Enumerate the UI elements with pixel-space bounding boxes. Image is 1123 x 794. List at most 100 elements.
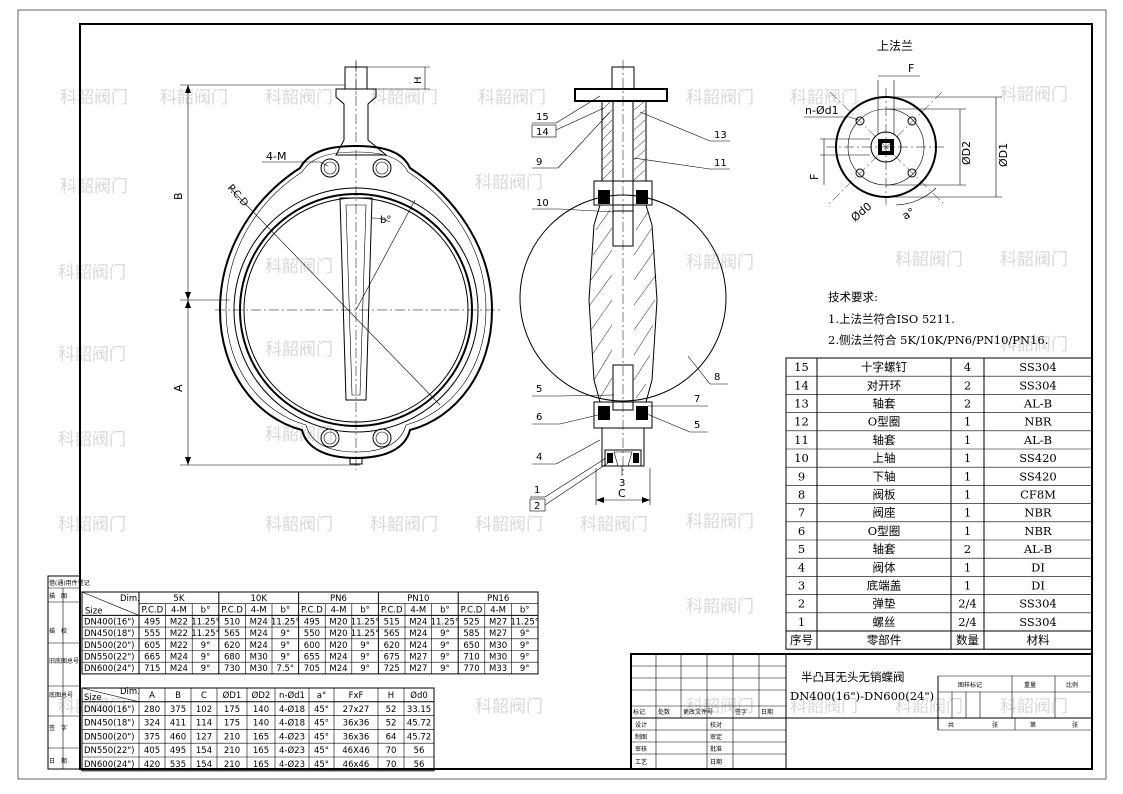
table-cell: 280: [144, 705, 160, 715]
upper-shoulder: [593, 180, 653, 206]
parts-cell: 轴套: [873, 433, 896, 447]
parts-cell: SS304: [1019, 360, 1057, 374]
table-cell: 9°: [440, 664, 450, 674]
watermark: 科韶阀门: [265, 257, 333, 277]
sub-header: P.C.D: [141, 606, 163, 616]
table-cell: 45.72: [407, 719, 431, 729]
table-cell: 675: [384, 653, 400, 663]
front-view: B A H P.C.D b°: [172, 60, 500, 470]
sub-header: 4-M: [251, 606, 267, 616]
dim-header: a°: [317, 691, 326, 701]
group-header: PN6: [330, 594, 347, 604]
watermark: 科韶阀门: [1000, 250, 1068, 270]
row-size: DN600(24"): [84, 664, 135, 674]
watermark: 科韶阀门: [475, 515, 543, 535]
sidebar-box: [47, 575, 81, 770]
parts-cell: 轴套: [873, 542, 896, 556]
d1-label: ØD1: [997, 143, 1010, 167]
title-block: 标记 处数 更改文件号 签字 日期 设计 制图 审核 工艺 校对 审定 批准 日…: [630, 653, 1093, 770]
four-m-label: 4-M: [266, 150, 286, 163]
tech-item-1: 1.上法兰符合ISO 5211.: [828, 312, 955, 326]
parts-cell: 螺丝: [873, 615, 896, 629]
table-cell: 715: [144, 664, 160, 674]
watermark: 科韶阀门: [475, 173, 543, 193]
table-cell: 655: [304, 653, 320, 663]
parts-cell: 2: [964, 397, 971, 411]
table-cell: 9°: [520, 664, 530, 674]
table-cell: M24: [329, 664, 347, 674]
top-neck: [335, 88, 388, 156]
parts-cell: 9: [798, 469, 805, 483]
table-cell: 175: [224, 705, 240, 715]
section-view: C 15 14 9 10 5 6 4 1 2: [519, 60, 730, 512]
dim-header: Ød0: [410, 690, 428, 701]
table-cell: 140: [253, 705, 269, 715]
dim-header: H: [388, 691, 394, 701]
table-cell: 9°: [201, 664, 211, 674]
table-cell: M30: [250, 653, 268, 663]
table-cell: 620: [384, 641, 400, 651]
parts-cell: SS304: [1019, 615, 1057, 629]
table-cell: M30: [489, 653, 507, 663]
watermark: 科韶阀门: [686, 697, 754, 717]
row-size: DN600(24"): [84, 760, 135, 770]
table-cell: 4-Ø23: [279, 745, 305, 756]
callout-12: 9: [536, 157, 542, 168]
parts-cell: SS420: [1019, 451, 1057, 465]
parts-cell: O型圈: [868, 524, 900, 538]
watermark: 科韶阀门: [160, 88, 228, 108]
table-cell: 375: [144, 732, 160, 742]
lower-shaft: [612, 364, 634, 411]
table-cell: 710: [463, 653, 479, 663]
table-cell: 102: [196, 705, 212, 715]
table-cell: 620: [224, 641, 240, 651]
table-cell: M24: [250, 617, 268, 627]
upper-shaft-lower: [612, 210, 634, 247]
dim-header: B: [175, 691, 181, 701]
sub-header: b°: [201, 606, 211, 616]
tech-requirements: 技术要求: 1.上法兰符合ISO 5211. 2.侧法兰符合 5K/10K/PN…: [828, 290, 1048, 347]
table-cell: 52: [386, 705, 397, 715]
disc-profile: [519, 194, 727, 402]
parts-cell: 阀座: [873, 506, 896, 520]
parts-header: 零部件: [867, 633, 902, 647]
sub-header: P.C.D: [221, 606, 243, 616]
parts-header: 材料: [1027, 633, 1050, 647]
table-cell: M33: [489, 664, 507, 674]
table-cell: 64: [386, 732, 397, 742]
watermark: 科韶阀门: [475, 697, 543, 717]
product-range: DN400(16")-DN600(24"): [790, 689, 934, 703]
lower-shoulder: [593, 401, 653, 429]
parts-cell: 底端盖: [867, 579, 902, 593]
parts-cell: 10: [794, 451, 809, 465]
table-cell: 210: [224, 732, 240, 742]
seal-lower-right: [636, 406, 648, 420]
table-cell: 770: [463, 664, 479, 674]
role-left: 工艺: [635, 758, 647, 766]
sidebar-label: 签 字: [49, 724, 67, 732]
sheet-label: 第: [1030, 721, 1036, 729]
parts-cell: 5: [798, 542, 805, 556]
parts-cell: SS304: [1019, 378, 1057, 392]
table-cell: M20: [329, 617, 347, 627]
dim-header: A: [149, 691, 155, 701]
parts-cell: O型圈: [868, 415, 900, 429]
parts-cell: 2/4: [958, 597, 977, 611]
table-cell: 555: [144, 629, 160, 639]
table-cell: 405: [144, 746, 160, 756]
row-size: DN550(22"): [84, 653, 135, 663]
watermark: 科韶阀门: [58, 263, 126, 283]
watermark: 科韶阀门: [790, 88, 858, 108]
parts-cell: 阀板: [873, 488, 896, 502]
dim-header: C: [201, 691, 207, 701]
watermark-layer: 科韶阀门 科韶阀门 科韶阀门 科韶阀门 科韶阀门 科韶阀门 科韶阀门 科韶阀门 …: [58, 85, 1068, 717]
d0-label: Ød0: [849, 200, 875, 225]
pcd-leader: [229, 187, 441, 406]
table-cell: M20: [329, 641, 347, 651]
dim-a-label: A: [172, 384, 185, 392]
callout-3: 3: [619, 478, 625, 489]
table-cell: M27: [489, 617, 507, 627]
parts-cell: 十字螺钉: [861, 360, 907, 374]
watermark: 科韶阀门: [478, 88, 546, 108]
